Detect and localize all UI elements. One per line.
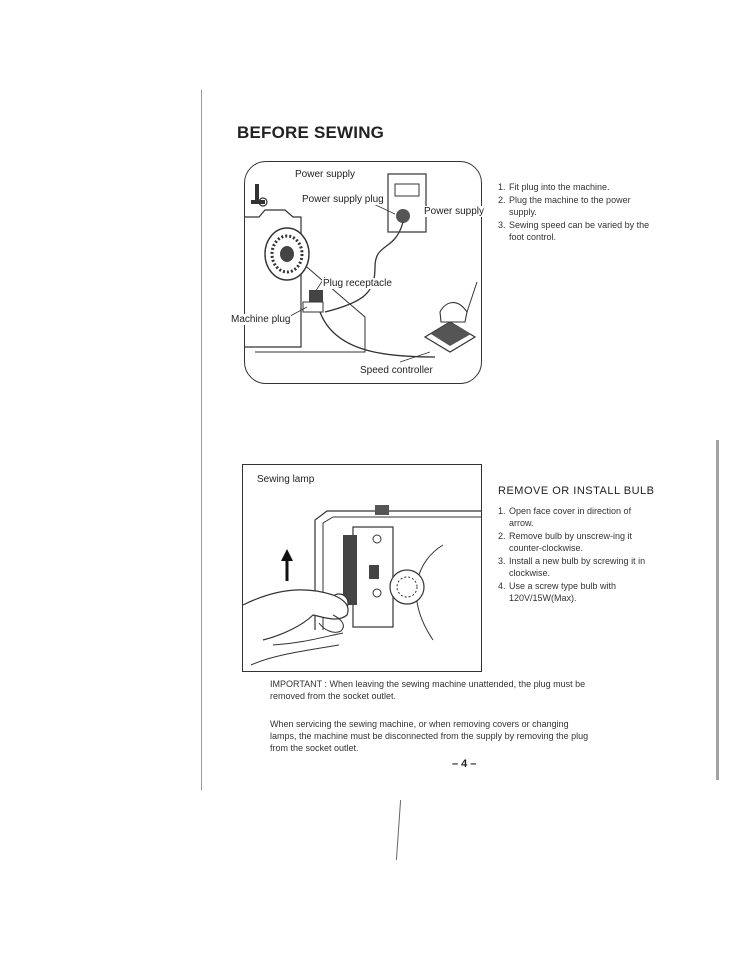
sewing-lamp-figure: Sewing lamp [242,464,482,672]
label-sewing-lamp: Sewing lamp [256,474,316,485]
connection-steps: 1.Fit plug into the machine. 2.Plug the … [498,181,653,244]
list-item: 3.Install a new bulb by screwing it in c… [498,556,646,578]
label-plug-receptacle: Plug receptacle [322,278,393,289]
margin-line [201,90,202,790]
list-item: 1.Open face cover in direction of arrow. [498,506,632,528]
scan-edge [716,440,719,780]
scan-line [395,800,402,860]
important-note: IMPORTANT : When leaving the sewing mach… [270,679,586,701]
bulb-steps: 1.Open face cover in direction of arrow.… [498,505,653,605]
page-number: – 4 – [452,758,477,770]
list-item: 3.Sewing speed can be varied by the foot… [498,220,650,242]
list-item: 2.Remove bulb by unscrew-ing it counter-… [498,531,633,553]
label-machine-plug: Machine plug [230,314,292,325]
service-note: When servicing the sewing machine, or wh… [270,719,589,753]
sewing-machine-illustration [245,173,478,363]
list-item: 4.Use a screw type bulb with 120V/15W(Ma… [498,581,617,603]
list-item: 2.Plug the machine to the power supply. [498,195,631,217]
label-power-supply-right: Power supply [423,206,486,217]
label-power-supply-plug: Power supply plug [301,194,385,205]
list-item: 1.Fit plug into the machine. [498,182,610,192]
label-speed-controller: Speed controller [359,365,434,376]
label-power-supply: Power supply [294,169,357,180]
bulb-section-title: REMOVE OR INSTALL BULB [498,485,655,497]
lamp-illustration [243,505,481,666]
page-title: BEFORE SEWING [237,123,385,142]
power-connection-figure: Power supply Power supply plug Power sup… [244,161,486,384]
